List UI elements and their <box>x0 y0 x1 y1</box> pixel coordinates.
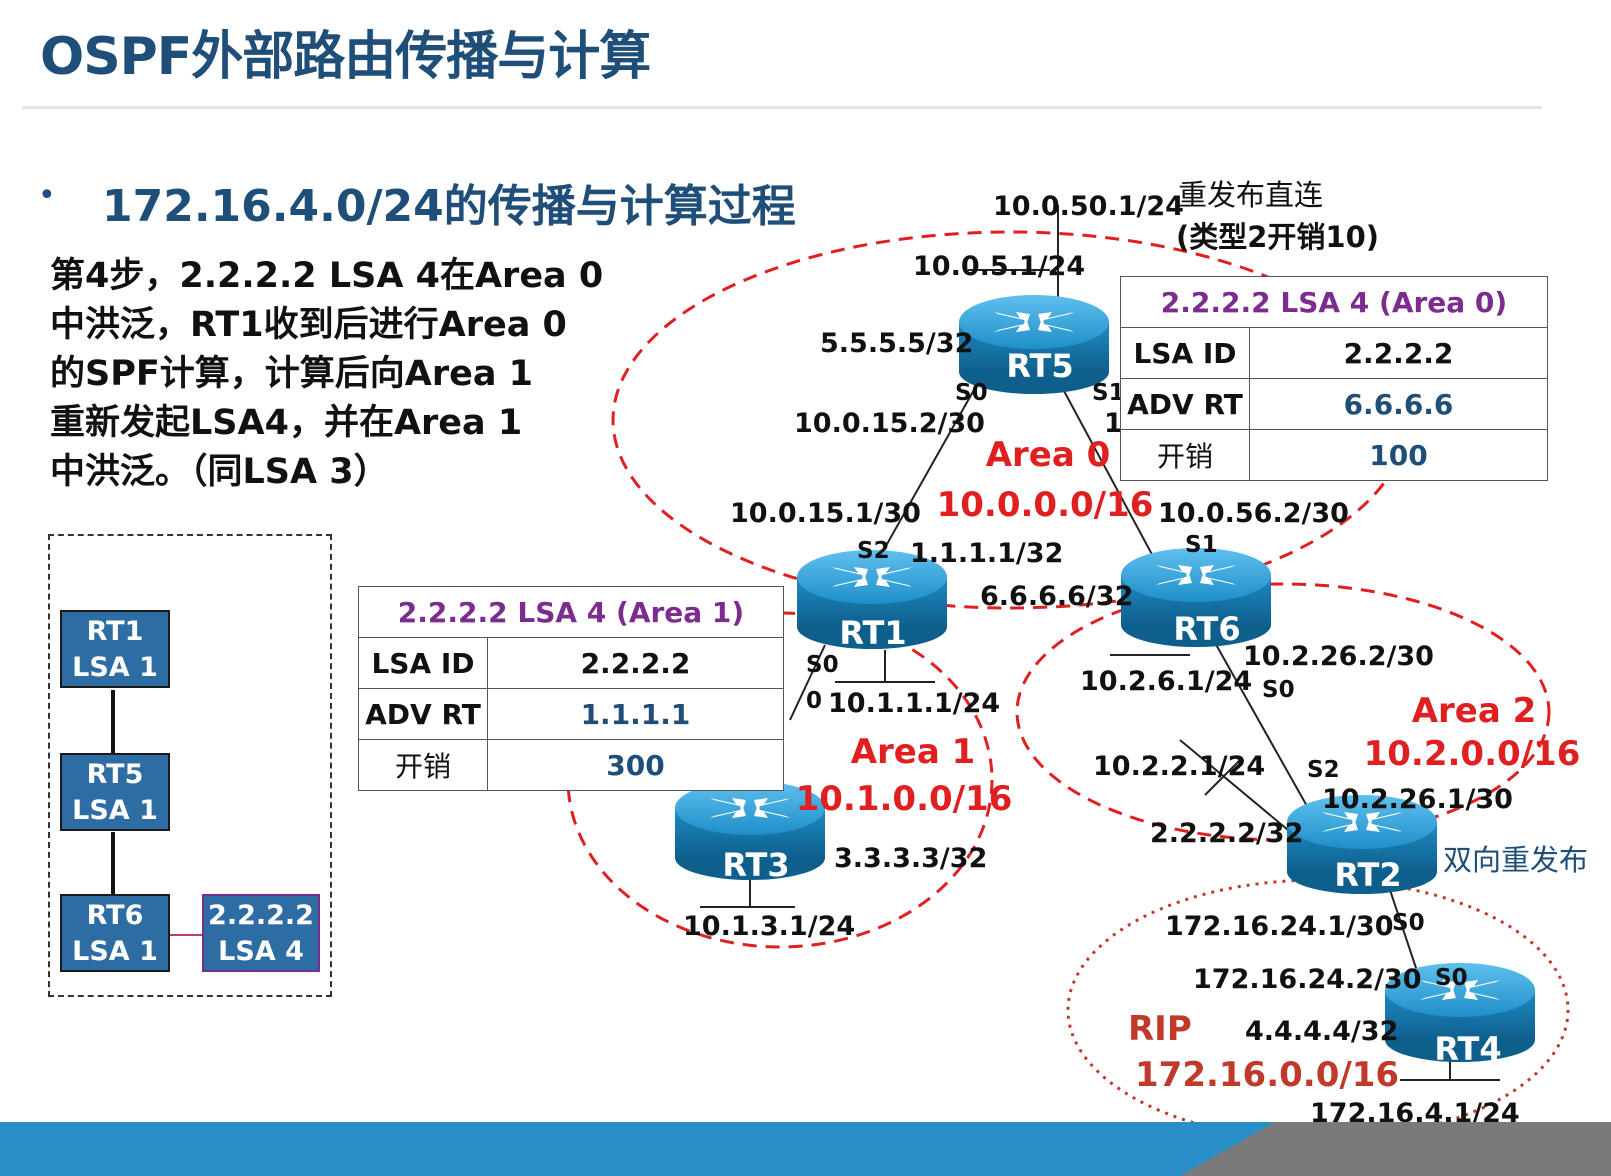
label-rt2-s2-ip: 10.2.26.1/30 <box>1322 784 1513 815</box>
label-rt5-s0-ip: 10.0.15.2/30 <box>794 408 985 439</box>
label-rt1-lan: 10.1.1.1/24 <box>828 688 1000 719</box>
label-redistribute-connected: 重发布直连 <box>1178 178 1323 212</box>
router-rt1 <box>797 550 947 649</box>
label-mutual-redistribution: 双向重发布 <box>1443 843 1588 877</box>
router-label-rt2: RT2 <box>1334 856 1401 894</box>
label-rt4-s0-ip: 172.16.24.2/30 <box>1193 964 1422 995</box>
slide-subtitle: 172.16.4.0/24的传播与计算过程 <box>102 181 796 232</box>
title-divider <box>22 106 1542 109</box>
label-rt6-s1-ip: 10.0.56.2/30 <box>1158 498 1349 529</box>
table-key: 开销 <box>358 739 488 791</box>
label-rt3-loopback: 3.3.3.3/32 <box>834 843 987 874</box>
area2-name: Area 2 <box>1412 691 1537 731</box>
links <box>700 205 1500 1081</box>
tree-edge <box>111 832 115 894</box>
table-value: 2.2.2.2 <box>1249 327 1548 379</box>
table-value: 1.1.1.1 <box>487 688 784 740</box>
rip-boundary <box>1066 878 1570 1142</box>
area1-network: 10.1.0.0/16 <box>796 779 1013 819</box>
table-key: 开销 <box>1120 429 1250 481</box>
step-line: 的SPF计算，计算后向Area 1 <box>50 354 534 394</box>
router-rt2 <box>1287 795 1437 894</box>
step-line: 第4步，2.2.2.2 LSA 4在Area 0 <box>50 256 604 296</box>
label-rt6-s1: S1 <box>1185 532 1218 558</box>
step-line: 中洪泛，RT1收到后进行Area 0 <box>50 305 567 345</box>
label-rt5-loopback: 5.5.5.5/32 <box>820 328 973 359</box>
rip-name: RIP <box>1128 1009 1192 1049</box>
table-key: LSA ID <box>1120 327 1250 379</box>
label-rt6-s0-ip: 10.2.26.2/30 <box>1243 641 1434 672</box>
table-value: 6.6.6.6 <box>1249 378 1548 430</box>
label-rt6-s0: S0 <box>1262 677 1295 703</box>
table-key: ADV RT <box>1120 378 1250 430</box>
step-description: 第4步，2.2.2.2 LSA 4在Area 0 中洪泛，RT1收到后进行Are… <box>50 252 650 497</box>
area0-network: 10.0.0.0/16 <box>937 485 1154 525</box>
area1-name: Area 1 <box>851 732 976 772</box>
label-rt5-s0: S0 <box>955 380 988 406</box>
label-rt2-lan: 10.2.2.1/24 <box>1093 751 1265 782</box>
label-rt6-lan: 10.2.6.1/24 <box>1080 666 1252 697</box>
label-rt1-loopback: 1.1.1.1/32 <box>910 538 1063 569</box>
area2-boundary <box>1015 582 1551 842</box>
label-rt6-loopback: 6.6.6.6/32 <box>980 581 1133 612</box>
label-rt2-loopback: 2.2.2.2/32 <box>1150 818 1303 849</box>
router-label-rt6: RT6 <box>1173 610 1240 648</box>
table-header: 2.2.2.2 LSA 4 (Area 1) <box>358 586 784 638</box>
table-key: LSA ID <box>358 637 488 689</box>
step-line: 中洪泛。（同LSA 3） <box>50 452 389 492</box>
label-rt2-s0: S0 <box>1392 910 1425 936</box>
rip-network: 172.16.0.0/16 <box>1135 1055 1399 1095</box>
table-value: 100 <box>1249 429 1548 481</box>
table-key: ADV RT <box>358 688 488 740</box>
label-rt1-s2: S2 <box>857 538 890 564</box>
router-label-rt1: RT1 <box>839 614 906 652</box>
router-label-rt4: RT4 <box>1434 1030 1501 1068</box>
label-redistribute-metric: (类型2开销10) <box>1176 220 1379 254</box>
router-label-rt5: RT5 <box>1006 347 1073 385</box>
table-header: 2.2.2.2 LSA 4 (Area 0) <box>1120 276 1548 328</box>
label-rt2-s2: S2 <box>1307 757 1340 783</box>
label-rt1-s0-partial: 0 <box>806 688 822 714</box>
label-rt1-s2-ip: 10.0.15.1/30 <box>730 498 921 529</box>
area1-boundary <box>566 611 994 949</box>
tree-edge <box>111 690 115 754</box>
page-title: OSPF外部路由传播与计算 <box>40 27 651 87</box>
label-rt5-lan-top: 10.0.50.1/24 <box>993 191 1184 222</box>
router-rt5 <box>959 295 1109 394</box>
tree-edge <box>170 934 204 936</box>
label-rt1-s0: S0 <box>806 652 839 678</box>
area0-name: Area 0 <box>986 435 1111 475</box>
table-value: 2.2.2.2 <box>487 637 784 689</box>
bullet-marker: • <box>38 178 56 213</box>
area2-network: 10.2.0.0/16 <box>1364 734 1581 774</box>
router-rt6 <box>1121 548 1271 647</box>
label-rt5-lan: 10.0.5.1/24 <box>913 251 1085 282</box>
router-label-rt3: RT3 <box>722 846 789 884</box>
router-rt3 <box>675 781 825 880</box>
router-rt4 <box>1385 963 1535 1062</box>
label-rt3-lan: 10.1.3.1/24 <box>683 911 855 942</box>
label-rt5-s1: S1 <box>1092 380 1125 406</box>
step-line: 重新发起LSA4，并在Area 1 <box>50 403 523 443</box>
label-rt4-loopback: 4.4.4.4/32 <box>1245 1016 1398 1047</box>
table-value: 300 <box>487 739 784 791</box>
label-rt2-s0-ip: 172.16.24.1/30 <box>1165 911 1394 942</box>
label-rt4-s0: S0 <box>1435 965 1468 991</box>
